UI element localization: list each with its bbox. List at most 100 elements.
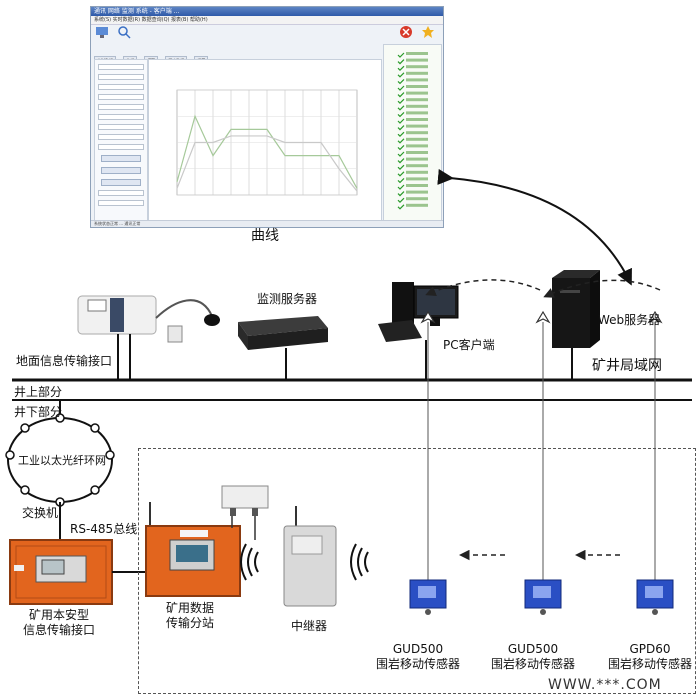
sensor2-model-label: GUD500 xyxy=(507,642,559,656)
check-list-item xyxy=(406,170,428,174)
check-icon xyxy=(397,65,405,72)
check-list-item xyxy=(406,131,428,135)
check-list-item xyxy=(406,71,428,75)
sensor1-model-label: GUD500 xyxy=(392,642,444,656)
data-substation-device xyxy=(145,502,241,597)
check-list-item xyxy=(406,98,428,102)
check-icon xyxy=(397,125,405,131)
check-list-item xyxy=(406,111,428,115)
software-screenshot: 通讯 网络 监测 系统 - 客户端 ... 系统(S) 实时数据(R) 数据查询… xyxy=(90,6,444,228)
mine-interface-device xyxy=(9,539,113,605)
check-list-item xyxy=(406,58,428,62)
check-icon xyxy=(397,164,405,171)
curve-caption: 曲线 xyxy=(251,228,279,244)
check-icon xyxy=(397,177,405,184)
sensor2-type-label: 围岩移动传感器 xyxy=(490,657,576,671)
repeater-device xyxy=(283,506,337,607)
check-icon xyxy=(397,59,405,65)
check-list-item xyxy=(406,203,428,207)
sensor-check-list xyxy=(383,44,442,222)
check-list-item xyxy=(406,164,428,168)
check-list-item xyxy=(406,144,428,148)
curve-chart xyxy=(176,89,358,196)
screenshot-web-link xyxy=(437,168,632,286)
check-icon xyxy=(397,131,405,138)
display-icon xyxy=(96,27,108,38)
sensor1-type-label: 围岩移动传感器 xyxy=(375,657,461,671)
toolbar-button-close xyxy=(399,25,413,43)
check-icon xyxy=(397,151,405,157)
sensor-relay-arrows xyxy=(425,279,661,561)
ethernet-ring-label: 工业以太光纤环网 xyxy=(18,454,106,467)
adapter-device xyxy=(221,485,269,540)
substation-label-line2: 传输分站 xyxy=(165,616,215,630)
check-list-item xyxy=(406,104,428,108)
watermark: WWW.***.COM xyxy=(548,677,662,693)
underground-sensor-area xyxy=(138,448,696,694)
wireless-signal-icon xyxy=(240,543,259,581)
sensor-gud500-a xyxy=(409,310,447,615)
check-list-item xyxy=(406,118,428,121)
check-list-item xyxy=(406,78,428,82)
ground-interface-label: 地面信息传输接口 xyxy=(16,354,113,368)
check-icon xyxy=(397,105,405,111)
check-icon xyxy=(397,111,405,118)
check-list-item xyxy=(406,124,428,128)
check-icon xyxy=(397,197,405,204)
mine-interface-label-line2: 信息传输接口 xyxy=(22,623,96,637)
mine-interface-label-line1: 矿用本安型 xyxy=(28,608,90,622)
toolbar-button-star xyxy=(421,25,435,43)
check-list-item xyxy=(406,137,428,141)
web-server-device xyxy=(552,270,600,348)
repeater-label: 中继器 xyxy=(290,619,328,633)
query-panel xyxy=(94,59,148,221)
check-icon xyxy=(397,98,405,105)
above-ground-label: 井上部分 xyxy=(14,385,63,399)
check-icon xyxy=(397,138,405,144)
check-list-item xyxy=(406,91,428,95)
status-bar: 系统状态正常 ... 通讯正常 xyxy=(91,220,443,227)
check-icon xyxy=(397,85,405,91)
monitor-server-label: 监测服务器 xyxy=(257,292,318,306)
wireless-signal-icon xyxy=(350,543,369,581)
check-icon xyxy=(397,52,405,58)
check-icon xyxy=(397,144,405,151)
check-list-item xyxy=(406,197,428,201)
pc-client-device xyxy=(378,282,459,342)
check-list-item xyxy=(406,52,428,55)
window-menubar: 系统(S) 实时数据(R) 数据查询(Q) 报表(B) 帮助(H) xyxy=(91,16,443,25)
sensor-gpd60 xyxy=(636,310,674,615)
check-icon xyxy=(397,191,405,197)
ground-interface-device xyxy=(77,295,220,343)
mine-lan-label: 矿井局域网 xyxy=(592,358,662,374)
check-icon xyxy=(397,171,405,177)
search-icon xyxy=(118,26,131,39)
check-icon xyxy=(397,158,405,164)
check-list-item xyxy=(406,177,428,181)
check-list-item xyxy=(406,184,428,187)
toolbar-button-left xyxy=(95,25,109,43)
check-icon xyxy=(397,72,405,78)
check-list-item xyxy=(406,151,428,154)
monitor-server-device xyxy=(238,316,328,350)
web-server-label: Web服务器 xyxy=(598,313,661,327)
sensor3-type-label: 围岩移动传感器 xyxy=(607,657,693,671)
window-titlebar: 通讯 网络 监测 系统 - 客户端 ... xyxy=(91,7,443,16)
check-list-item xyxy=(406,157,428,161)
check-icon xyxy=(397,78,405,85)
toolbar-button-search xyxy=(117,25,131,43)
series-line xyxy=(176,135,358,192)
star-icon xyxy=(422,26,434,38)
check-list-item xyxy=(406,85,428,88)
close-icon xyxy=(400,26,412,38)
substation-label-line1: 矿用数据 xyxy=(165,601,215,615)
below-ground-label: 井下部分 xyxy=(14,405,63,419)
check-list-item xyxy=(406,190,428,194)
check-icon xyxy=(397,184,405,190)
curve-chart-area xyxy=(148,59,382,221)
check-icon xyxy=(397,92,405,98)
check-icon xyxy=(397,204,405,210)
rs485-label: RS-485总线 xyxy=(70,522,138,536)
